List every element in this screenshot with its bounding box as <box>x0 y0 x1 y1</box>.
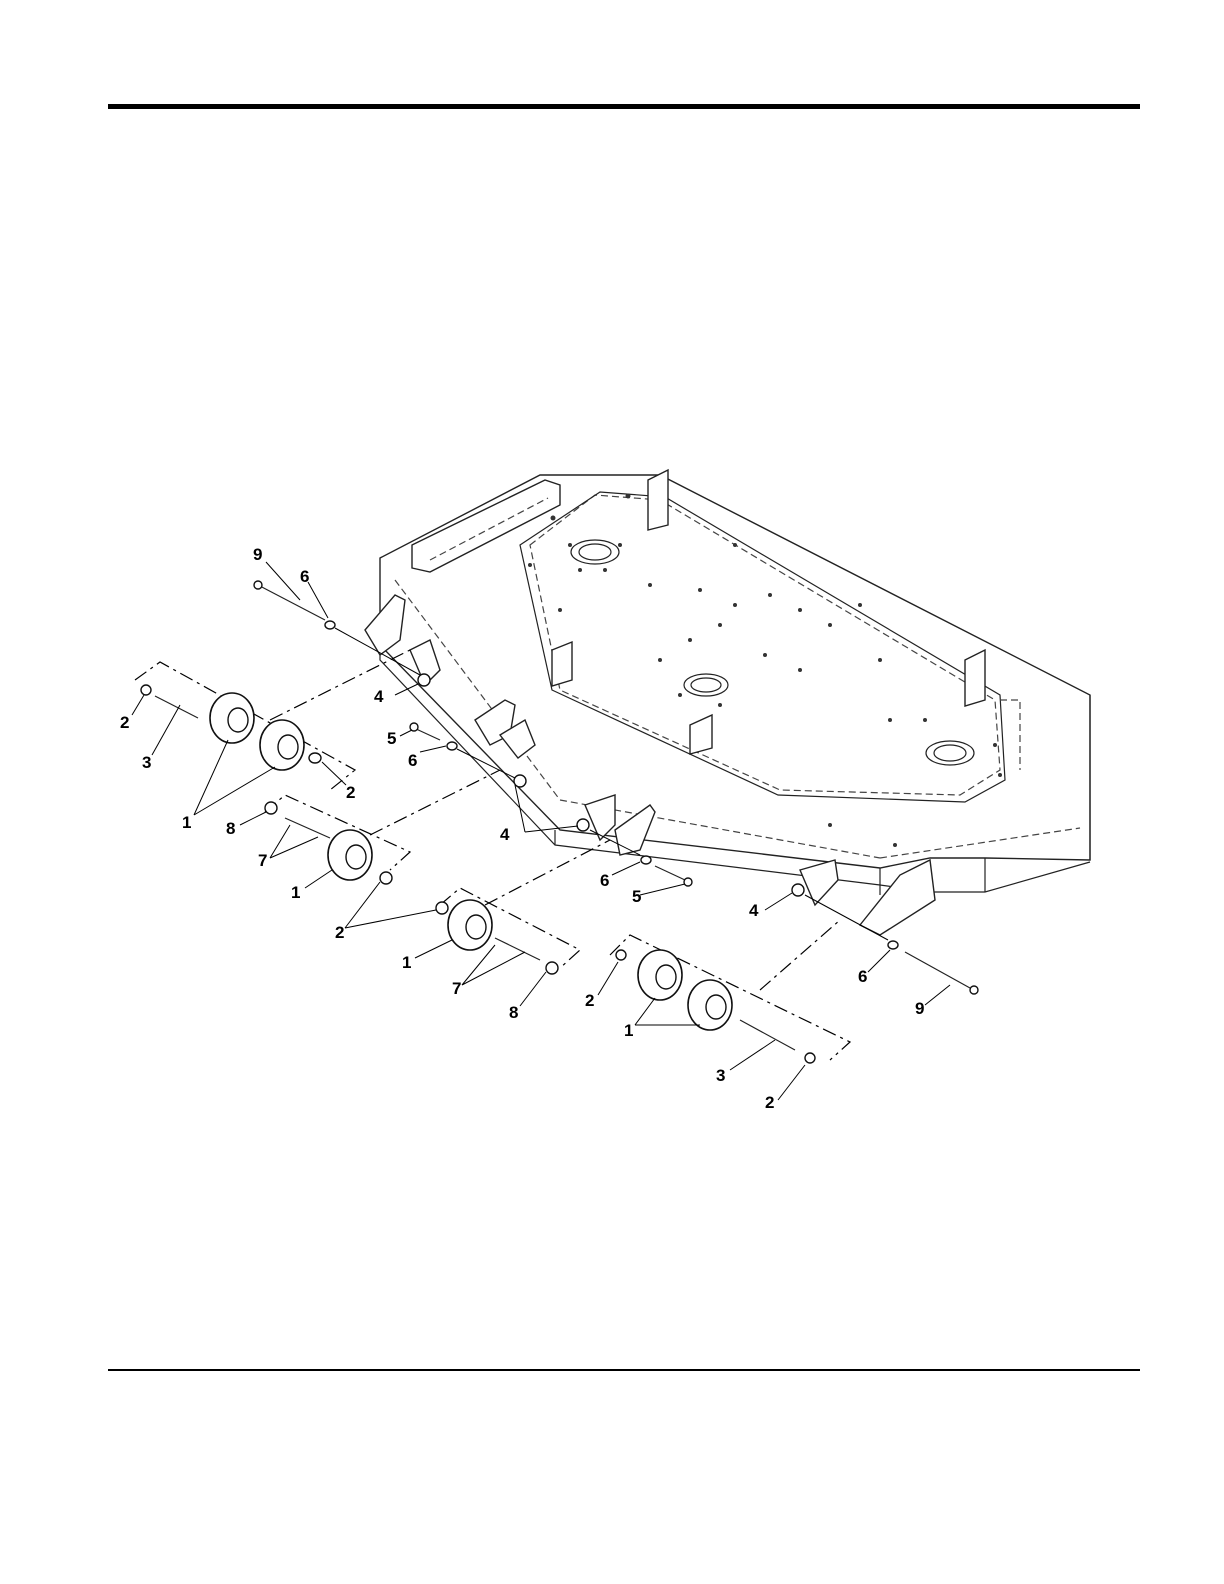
callout-5: 5 <box>387 729 396 748</box>
callout-7: 7 <box>258 851 267 870</box>
callout-1: 1 <box>624 1021 633 1040</box>
callout-8: 8 <box>509 1003 518 1022</box>
callout-3: 3 <box>716 1066 725 1085</box>
callout-1: 1 <box>402 953 411 972</box>
callout-4: 4 <box>749 901 759 920</box>
callout-6: 6 <box>858 967 867 986</box>
callout-9: 9 <box>915 999 924 1018</box>
roller-assembly-right-pair <box>610 935 850 1063</box>
callout-9: 9 <box>253 545 262 564</box>
footer-rule <box>108 1369 1140 1371</box>
mower-deck <box>365 470 1090 935</box>
callout-2: 2 <box>765 1093 774 1112</box>
callout-8: 8 <box>226 819 235 838</box>
callout-1: 1 <box>182 813 191 832</box>
callout-6: 6 <box>600 871 609 890</box>
callout-7: 7 <box>452 979 461 998</box>
callout-3: 3 <box>142 753 151 772</box>
callout-4: 4 <box>500 825 510 844</box>
callout-2: 2 <box>335 923 344 942</box>
callout-6: 6 <box>408 751 417 770</box>
callout-2: 2 <box>346 783 355 802</box>
roller-assembly-left-single <box>265 795 410 884</box>
callout-5: 5 <box>632 887 641 906</box>
callout-6: 6 <box>300 567 309 586</box>
callout-2: 2 <box>120 713 129 732</box>
callout-1: 1 <box>291 883 300 902</box>
callout-4: 4 <box>374 687 384 706</box>
callout-2: 2 <box>585 991 594 1010</box>
